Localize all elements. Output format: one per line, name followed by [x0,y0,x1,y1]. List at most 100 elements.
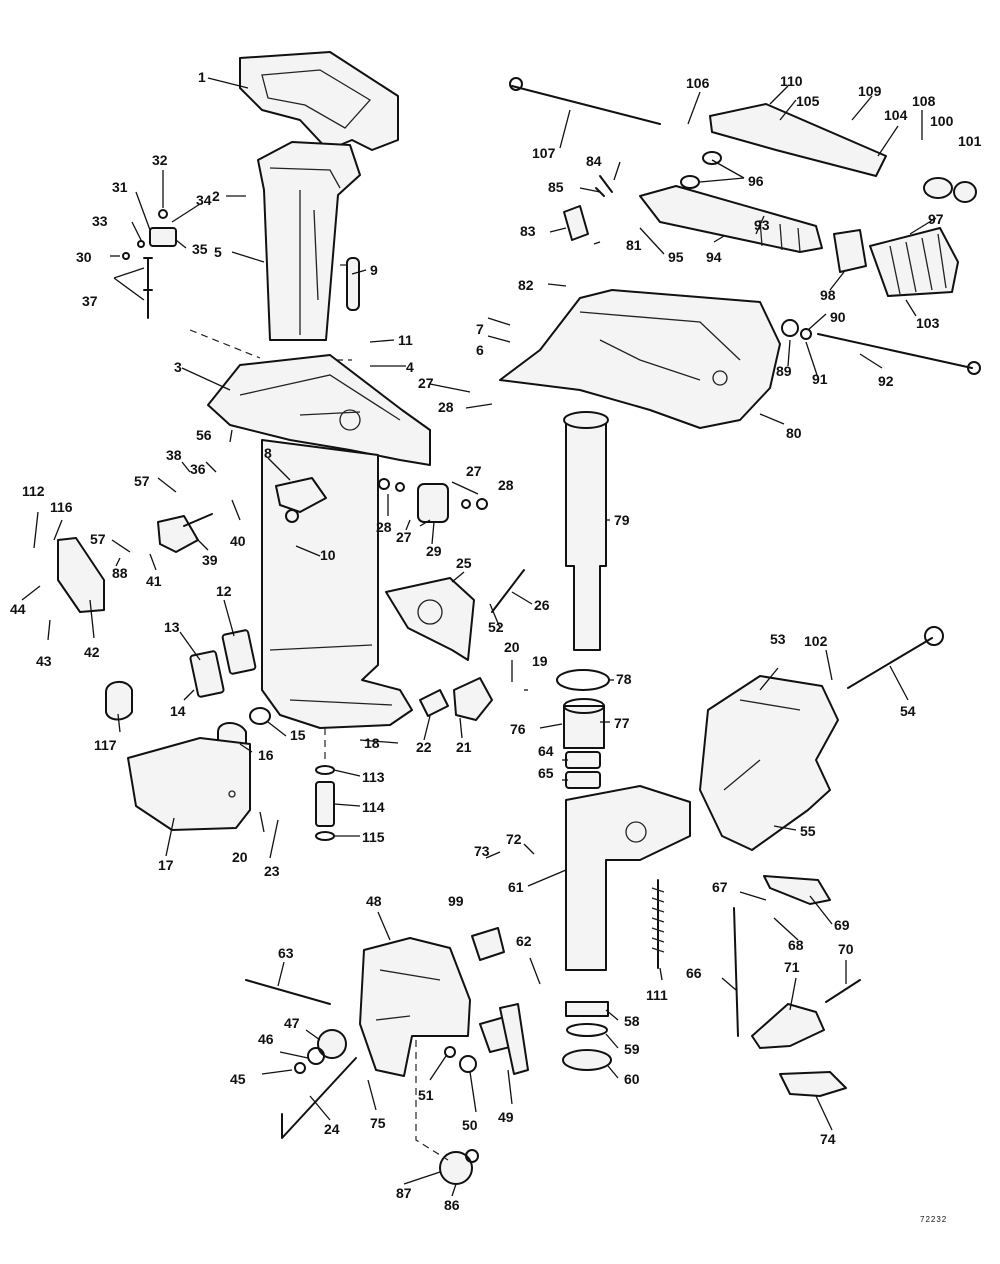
callout-1: 1 [198,69,206,85]
callout-54: 54 [900,703,916,719]
callout-103: 103 [916,315,940,331]
callout-51: 51 [418,1087,434,1103]
callout-19: 19 [532,653,548,669]
callout-26: 26 [534,597,550,613]
callout-91: 91 [812,371,828,387]
callout-73: 73 [474,843,490,859]
callout-94: 94 [706,249,722,265]
callout-58: 58 [624,1013,640,1029]
callout-69: 69 [834,917,850,933]
callout-66: 66 [686,965,702,981]
callout-12: 12 [216,583,232,599]
callout-55: 55 [800,823,816,839]
callout-113: 113 [362,769,385,785]
callout-29: 29 [426,543,442,559]
callout-88: 88 [112,565,128,581]
callout-17: 17 [158,857,174,873]
callout-71: 71 [784,959,800,975]
callout-23: 23 [264,863,280,879]
callout-112: 112 [22,483,45,499]
callout-35: 35 [192,241,208,257]
callout-9: 9 [370,262,378,278]
callout-78: 78 [616,671,632,687]
callout-59: 59 [624,1041,640,1057]
callout-43: 43 [36,653,52,669]
callout-67: 67 [712,879,728,895]
callout-98: 98 [820,287,836,303]
callout-34: 34 [196,192,212,208]
callout-47: 47 [284,1015,300,1031]
callout-6: 6 [476,342,484,358]
gasket-part [239,51,399,151]
callout-30: 30 [76,249,92,265]
callout-109: 109 [858,83,882,99]
callout-42: 42 [84,644,100,660]
callout-22: 22 [416,739,432,755]
swivel-bracket-part [499,289,781,429]
tube-part [346,257,360,311]
callout-105: 105 [796,93,820,109]
stern-bracket-left-part [359,937,471,1077]
callout-68: 68 [788,937,804,953]
callout-20b: 20 [232,849,248,865]
callout-28b: 28 [498,477,514,493]
callout-32: 32 [152,152,168,168]
callout-40: 40 [230,533,246,549]
callout-80: 80 [786,425,802,441]
callout-117: 117 [94,737,117,753]
callout-116: 116 [50,499,73,515]
callout-65: 65 [538,765,554,781]
callout-102: 102 [804,633,828,649]
callout-101: 101 [958,133,982,149]
callout-53: 53 [770,631,786,647]
callout-86: 86 [444,1197,460,1213]
stern-bracket-right-part [699,675,839,851]
callout-52: 52 [488,619,504,635]
callout-70: 70 [838,941,854,957]
callout-87: 87 [396,1185,412,1201]
callout-75: 75 [370,1115,386,1131]
callout-27c: 27 [396,529,412,545]
callout-106: 106 [686,75,710,91]
callout-95: 95 [668,249,684,265]
callout-21: 21 [456,739,472,755]
callout-82: 82 [518,277,534,293]
exhaust-housing-part [257,141,361,341]
part-drawings [57,51,981,1185]
callout-79: 79 [614,512,630,528]
callout-60: 60 [624,1071,640,1087]
callout-4: 4 [406,359,414,375]
callout-85: 85 [548,179,564,195]
callout-8: 8 [264,445,272,461]
callout-44: 44 [10,601,26,617]
callout-104: 104 [884,107,908,123]
callout-33: 33 [92,213,108,229]
callout-96: 96 [748,173,764,189]
callout-38: 38 [166,447,182,463]
callout-18: 18 [364,735,380,751]
lower-cover-part [127,737,251,831]
callout-114: 114 [362,799,385,815]
callout-28c: 28 [376,519,392,535]
callout-84: 84 [586,153,602,169]
callout-61: 61 [508,879,524,895]
callout-20a: 20 [504,639,520,655]
grip-part [869,227,959,297]
callout-31: 31 [112,179,128,195]
callout-92: 92 [878,373,894,389]
callout-111: 111 [646,987,668,1003]
callout-63: 63 [278,945,294,961]
callout-5: 5 [214,244,222,260]
callout-7: 7 [476,321,484,337]
leader-lines [21,77,937,1197]
callout-15: 15 [290,727,306,743]
callout-115: 115 [362,829,385,845]
callout-56: 56 [196,427,212,443]
callout-3: 3 [174,359,182,375]
callout-77: 77 [614,715,630,731]
callout-28a: 28 [438,399,454,415]
callout-13: 13 [164,619,180,635]
drawing-code: 72232 [920,1215,947,1224]
tiller-bracket-part [709,103,887,177]
adapter-plate-part [207,354,431,466]
